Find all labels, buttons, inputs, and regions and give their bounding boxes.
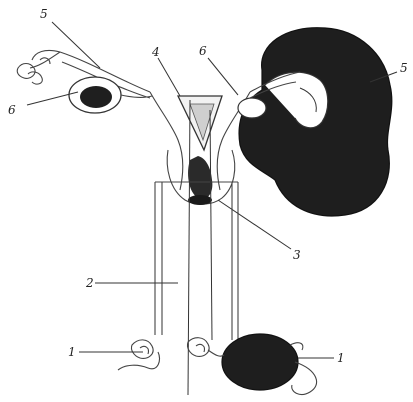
upper-right-mass	[239, 28, 392, 216]
label-4: 4	[151, 45, 160, 59]
label-2: 2	[85, 276, 94, 290]
label-6-left: 6	[8, 103, 16, 117]
left-tube	[17, 50, 152, 113]
label-6-right: 6	[199, 44, 207, 58]
label-3: 3	[293, 248, 301, 262]
bottom-structures	[118, 334, 317, 394]
label-1-right: 1	[337, 351, 345, 365]
label-5-right: 5	[400, 61, 408, 75]
label-1-left: 1	[68, 345, 76, 359]
label-5: 5	[40, 7, 48, 21]
